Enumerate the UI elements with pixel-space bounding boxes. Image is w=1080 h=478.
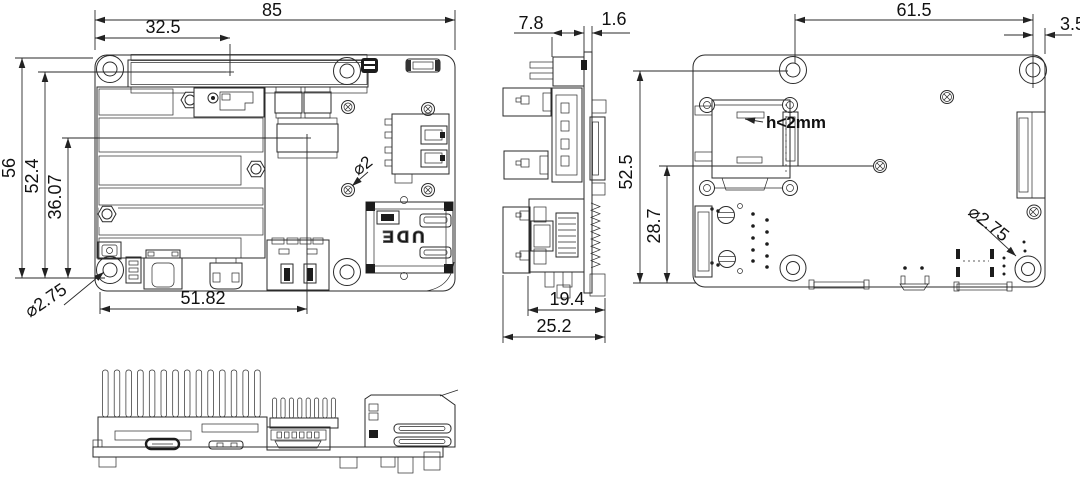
heatsink bbox=[96, 86, 266, 259]
dim-board-width: 85 bbox=[262, 0, 282, 20]
screw-hole bbox=[873, 90, 1042, 220]
side-view bbox=[502, 51, 607, 299]
sd-card-slot bbox=[694, 97, 798, 196]
dim-hole-edge-offset: 3.5 bbox=[1060, 14, 1080, 34]
mounting-hole bbox=[96, 55, 361, 286]
antenna-connector bbox=[361, 58, 378, 73]
power-jack bbox=[143, 249, 183, 290]
pin-header-3 bbox=[125, 256, 142, 284]
soc-block bbox=[193, 87, 265, 118]
mounting-hole bbox=[779, 56, 1047, 283]
dim-hole-span: 61.5 bbox=[896, 0, 931, 20]
dim-hole-row-height: 52.5 bbox=[616, 154, 636, 189]
dim-connector-overhang: 7.8 bbox=[518, 13, 543, 33]
side-view-dimensions: 7.8 1.6 19.4 25.2 bbox=[502, 9, 630, 343]
dim-board-height: 56 bbox=[0, 158, 19, 178]
heatsink-front bbox=[97, 369, 339, 448]
hdmi-bottom bbox=[694, 205, 713, 278]
ethernet-port: UDE bbox=[365, 196, 455, 292]
ethernet-marking: UDE bbox=[380, 227, 425, 246]
usb-stack-port bbox=[384, 113, 450, 184]
fpc-connector bbox=[405, 58, 441, 73]
dim-screw-hole-dia: ⌀2 bbox=[349, 152, 376, 179]
screw-hole bbox=[341, 100, 435, 197]
bottom-view bbox=[692, 54, 1047, 292]
gpio-header-side bbox=[529, 56, 587, 87]
pcb-edge-front bbox=[92, 446, 444, 458]
top-view: UDE bbox=[94, 54, 456, 292]
usb-c-port-front bbox=[144, 437, 181, 451]
dim-gpio-row-offset: 52.4 bbox=[22, 158, 42, 193]
pin-header-2x4 bbox=[274, 86, 332, 119]
bottom-components-side bbox=[556, 99, 607, 299]
sd-clearance-note: h<2mm bbox=[766, 113, 826, 132]
hdmi-side bbox=[551, 87, 583, 183]
bottom-view-dimensions: 61.5 3.5 52.5 28.7 h<2mm ⌀2.75 bbox=[616, 0, 1080, 284]
dim-pcb-thickness: 1.6 bbox=[601, 9, 626, 29]
solder-footprints bbox=[808, 240, 1027, 292]
via-grid bbox=[751, 212, 769, 269]
front-view bbox=[92, 369, 459, 474]
dim-mount-hole-dia: ⌀2.75 bbox=[21, 279, 70, 321]
screw-head bbox=[710, 203, 743, 274]
fpc-connector-bottom bbox=[1016, 111, 1046, 199]
dim-header-row-offset: 36.07 bbox=[45, 174, 65, 219]
pcb-edge bbox=[583, 51, 593, 294]
ethernet-usb-block-front bbox=[364, 389, 459, 448]
usb-port-side bbox=[502, 87, 552, 274]
hdmi-port-front bbox=[266, 426, 331, 451]
power-button bbox=[97, 241, 122, 260]
dim-mount-hole-dia-bottom: ⌀2.75 bbox=[965, 201, 1013, 245]
dim-overall-depth: 25.2 bbox=[536, 316, 571, 336]
dim-gpio-offset: 32.5 bbox=[145, 17, 180, 37]
ethernet-side bbox=[515, 198, 585, 288]
dim-ethernet-depth: 19.4 bbox=[549, 289, 584, 309]
micro-hdmi-port-front bbox=[208, 440, 244, 450]
micro-usb-port bbox=[209, 257, 243, 290]
board-outline bbox=[94, 54, 456, 292]
dim-connector-span: 51.82 bbox=[180, 288, 225, 308]
hdmi-port bbox=[266, 237, 330, 291]
dim-lower-row-height: 28.7 bbox=[644, 208, 664, 243]
